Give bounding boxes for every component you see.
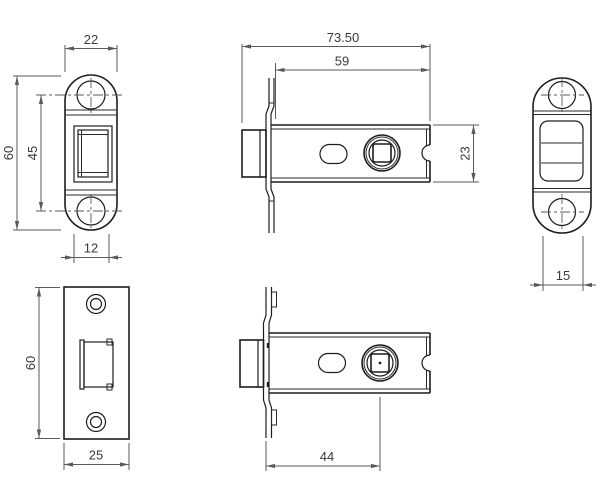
faceplate-front-view: 22 60 45 12: [1, 32, 123, 263]
faceplate-lug-top: [271, 291, 277, 308]
strike-latch-box: [79, 338, 114, 391]
end-bolt-opening: [539, 120, 584, 182]
dimension-faceplate-height: 60: [1, 75, 61, 231]
dim-label-screw-spacing: 45: [25, 146, 40, 160]
dimension-case-height: 23: [433, 124, 479, 183]
spindle-centre-mark: [378, 361, 382, 365]
dim-label-tube-width: 15: [556, 268, 570, 283]
dim-label-case-length: 59: [335, 54, 349, 69]
faceplate-lug-bottom: [271, 409, 277, 426]
latch-end-view: 15: [530, 77, 596, 291]
case-slot-hole: [319, 143, 348, 165]
screw-hole-top: [36, 78, 123, 113]
latch-bolt-side: [241, 129, 267, 178]
dim-label-faceplate-width: 22: [84, 32, 98, 47]
spindle-hub-lower: [361, 344, 399, 382]
dim-label-faceplate-height: 60: [1, 146, 16, 160]
dimension-bolt-width: 12: [61, 234, 122, 263]
faceplate-edge-full: [262, 287, 277, 438]
faceplate-edge-cranked: [265, 78, 275, 233]
dim-label-case-height: 23: [458, 146, 473, 160]
latch-case-body: [271, 124, 431, 183]
dimension-strike-width: 25: [63, 443, 130, 470]
end-screw-hole-top: [541, 77, 584, 113]
spindle-square-hole-lower: [370, 353, 390, 373]
dimension-strike-height: 60: [23, 287, 60, 439]
end-screw-hole-bottom: [541, 194, 584, 230]
dimension-faceplate-width: 22: [64, 32, 118, 72]
dim-label-backset: 44: [320, 449, 334, 464]
dimension-case-length: 59: [275, 54, 430, 119]
latch-bolt-side-lower: [239, 339, 265, 388]
spindle-hub: [363, 134, 401, 172]
dimension-backset: 44: [265, 397, 381, 471]
faceplate-outline: [64, 74, 118, 231]
dimension-screw-spacing: 45: [25, 95, 44, 211]
strike-plate-outline: [63, 286, 130, 440]
strike-screw-hole-top: [85, 293, 107, 315]
latch-side-view-full: 44: [239, 287, 431, 471]
latch-case-body-lower: [269, 332, 431, 394]
case-end-notch: [421, 144, 431, 162]
latch-side-view: 73.50 59 23: [241, 30, 479, 233]
dim-label-overall-length: 73.50: [327, 30, 360, 45]
dimension-tube-width: 15: [530, 236, 596, 291]
dim-label-strike-height: 60: [23, 356, 38, 370]
dimension-overall-length: 73.50: [241, 30, 431, 123]
screw-hole-bottom: [36, 194, 123, 228]
strike-plate-view: 60 25: [23, 286, 130, 470]
dim-label-bolt-width: 12: [84, 241, 98, 256]
spindle-square-hole: [372, 143, 392, 163]
case-end-notch-lower: [421, 354, 431, 372]
case-slot-hole-lower: [317, 352, 347, 374]
strike-screw-hole-bottom: [85, 411, 107, 433]
dim-label-strike-width: 25: [89, 448, 103, 463]
latch-bolt-opening: [73, 125, 113, 183]
